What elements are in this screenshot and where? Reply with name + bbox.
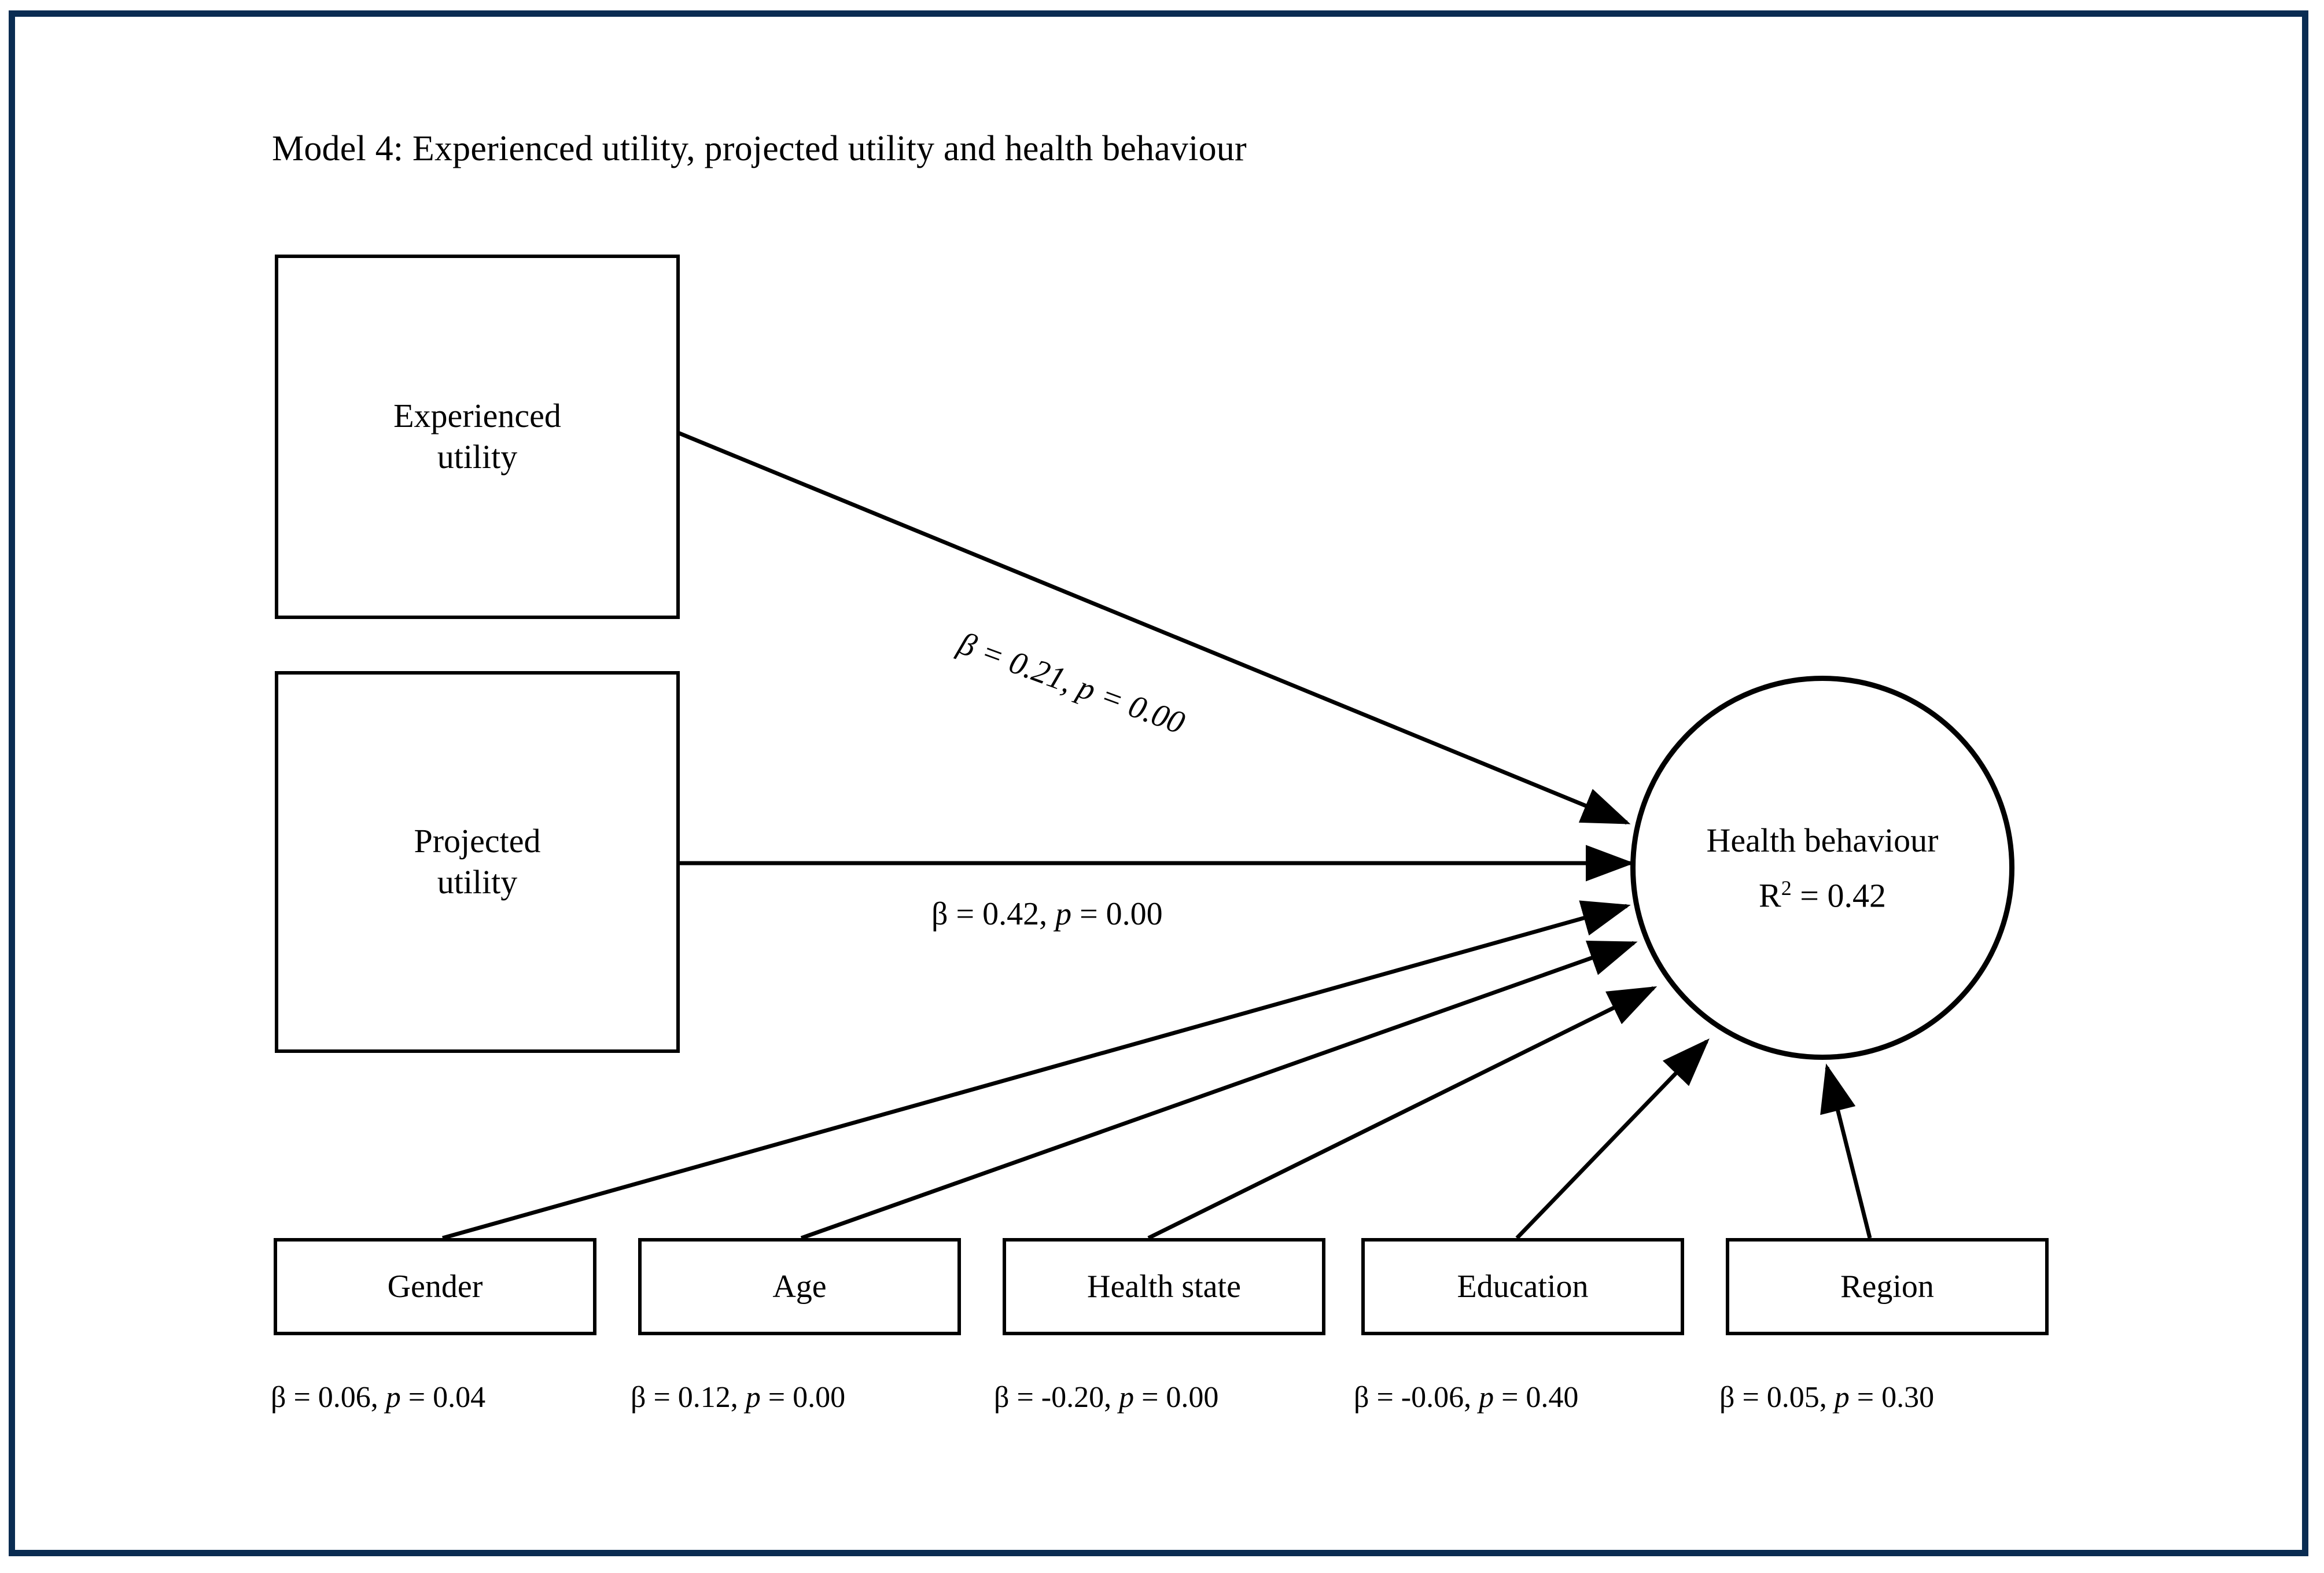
node-label-line1: Projected <box>414 822 541 860</box>
node-label-line1: Experienced <box>393 397 561 435</box>
node-age-label: Age <box>772 1268 827 1305</box>
arrow-region-to-outcome <box>1820 1063 1872 1239</box>
node-projected-utility-label: Projected utility <box>414 821 540 903</box>
arrow-experienced-to-outcome <box>677 430 1631 825</box>
node-region-label: Region <box>1840 1268 1934 1305</box>
p-value: = 0.04 <box>400 1381 486 1414</box>
arrow-health-state-to-outcome <box>1147 986 1658 1240</box>
node-label-line2: utility <box>437 863 518 901</box>
p-symbol: p <box>1834 1381 1850 1414</box>
node-experienced-utility-label: Experienced utility <box>393 396 561 478</box>
p-symbol: p <box>745 1381 761 1414</box>
arrow-gender-to-outcome <box>442 900 1631 1240</box>
r2-prefix: R <box>1759 876 1781 915</box>
node-gender[interactable]: Gender <box>274 1238 596 1335</box>
node-experienced-utility[interactable]: Experienced utility <box>275 255 680 619</box>
edge-label-projected-to-outcome: β = 0.42, p = 0.00 <box>931 896 1163 933</box>
coef-label-age: β = 0.12, p = 0.00 <box>631 1380 845 1414</box>
coef-label-health-state: β = -0.20, p = 0.00 <box>994 1380 1218 1414</box>
beta-text: β = -0.20, <box>994 1381 1119 1414</box>
node-projected-utility[interactable]: Projected utility <box>275 671 680 1053</box>
arrow-age-to-outcome <box>800 941 1638 1240</box>
coef-label-gender: β = 0.06, p = 0.04 <box>271 1380 485 1414</box>
node-education[interactable]: Education <box>1361 1238 1684 1335</box>
p-value: = 0.40 <box>1494 1381 1579 1414</box>
arrow-education-to-outcome <box>1515 1038 1710 1240</box>
p-symbol: p <box>1119 1381 1135 1414</box>
beta-text: β = 0.05, <box>1719 1381 1835 1414</box>
beta-text: β = -0.06, <box>1354 1381 1479 1414</box>
node-age[interactable]: Age <box>638 1238 961 1335</box>
beta-text: β = 0.06, <box>271 1381 386 1414</box>
p-value: = 0.00 <box>760 1381 846 1414</box>
node-health-behaviour-label: Health behaviour <box>1706 821 1939 859</box>
coef-label-education: β = -0.06, p = 0.40 <box>1354 1380 1578 1414</box>
node-education-label: Education <box>1457 1268 1589 1305</box>
figure-title: Model 4: Experienced utility, projected … <box>272 129 1247 168</box>
p-symbol: p <box>385 1381 401 1414</box>
node-health-behaviour-r2: R2 = 0.42 <box>1759 876 1886 915</box>
r2-value: = 0.42 <box>1791 876 1886 915</box>
p-symbol: p <box>1055 896 1072 932</box>
node-health-state[interactable]: Health state <box>1003 1238 1325 1335</box>
beta-text: β = 0.12, <box>631 1381 746 1414</box>
p-symbol: p <box>1479 1381 1494 1414</box>
node-health-state-label: Health state <box>1087 1268 1241 1305</box>
p-value: = 0.00 <box>1134 1381 1219 1414</box>
p-value: = 0.30 <box>1849 1381 1935 1414</box>
node-label-line2: utility <box>437 438 518 476</box>
p-value: = 0.00 <box>1071 896 1163 932</box>
node-gender-label: Gender <box>387 1268 483 1305</box>
beta-text: β = 0.42, <box>931 896 1056 932</box>
node-region[interactable]: Region <box>1726 1238 2049 1335</box>
coef-label-region: β = 0.05, p = 0.30 <box>1719 1380 1934 1414</box>
r2-exponent: 2 <box>1781 876 1792 900</box>
node-health-behaviour[interactable]: Health behaviour R2 = 0.42 <box>1630 676 2014 1060</box>
